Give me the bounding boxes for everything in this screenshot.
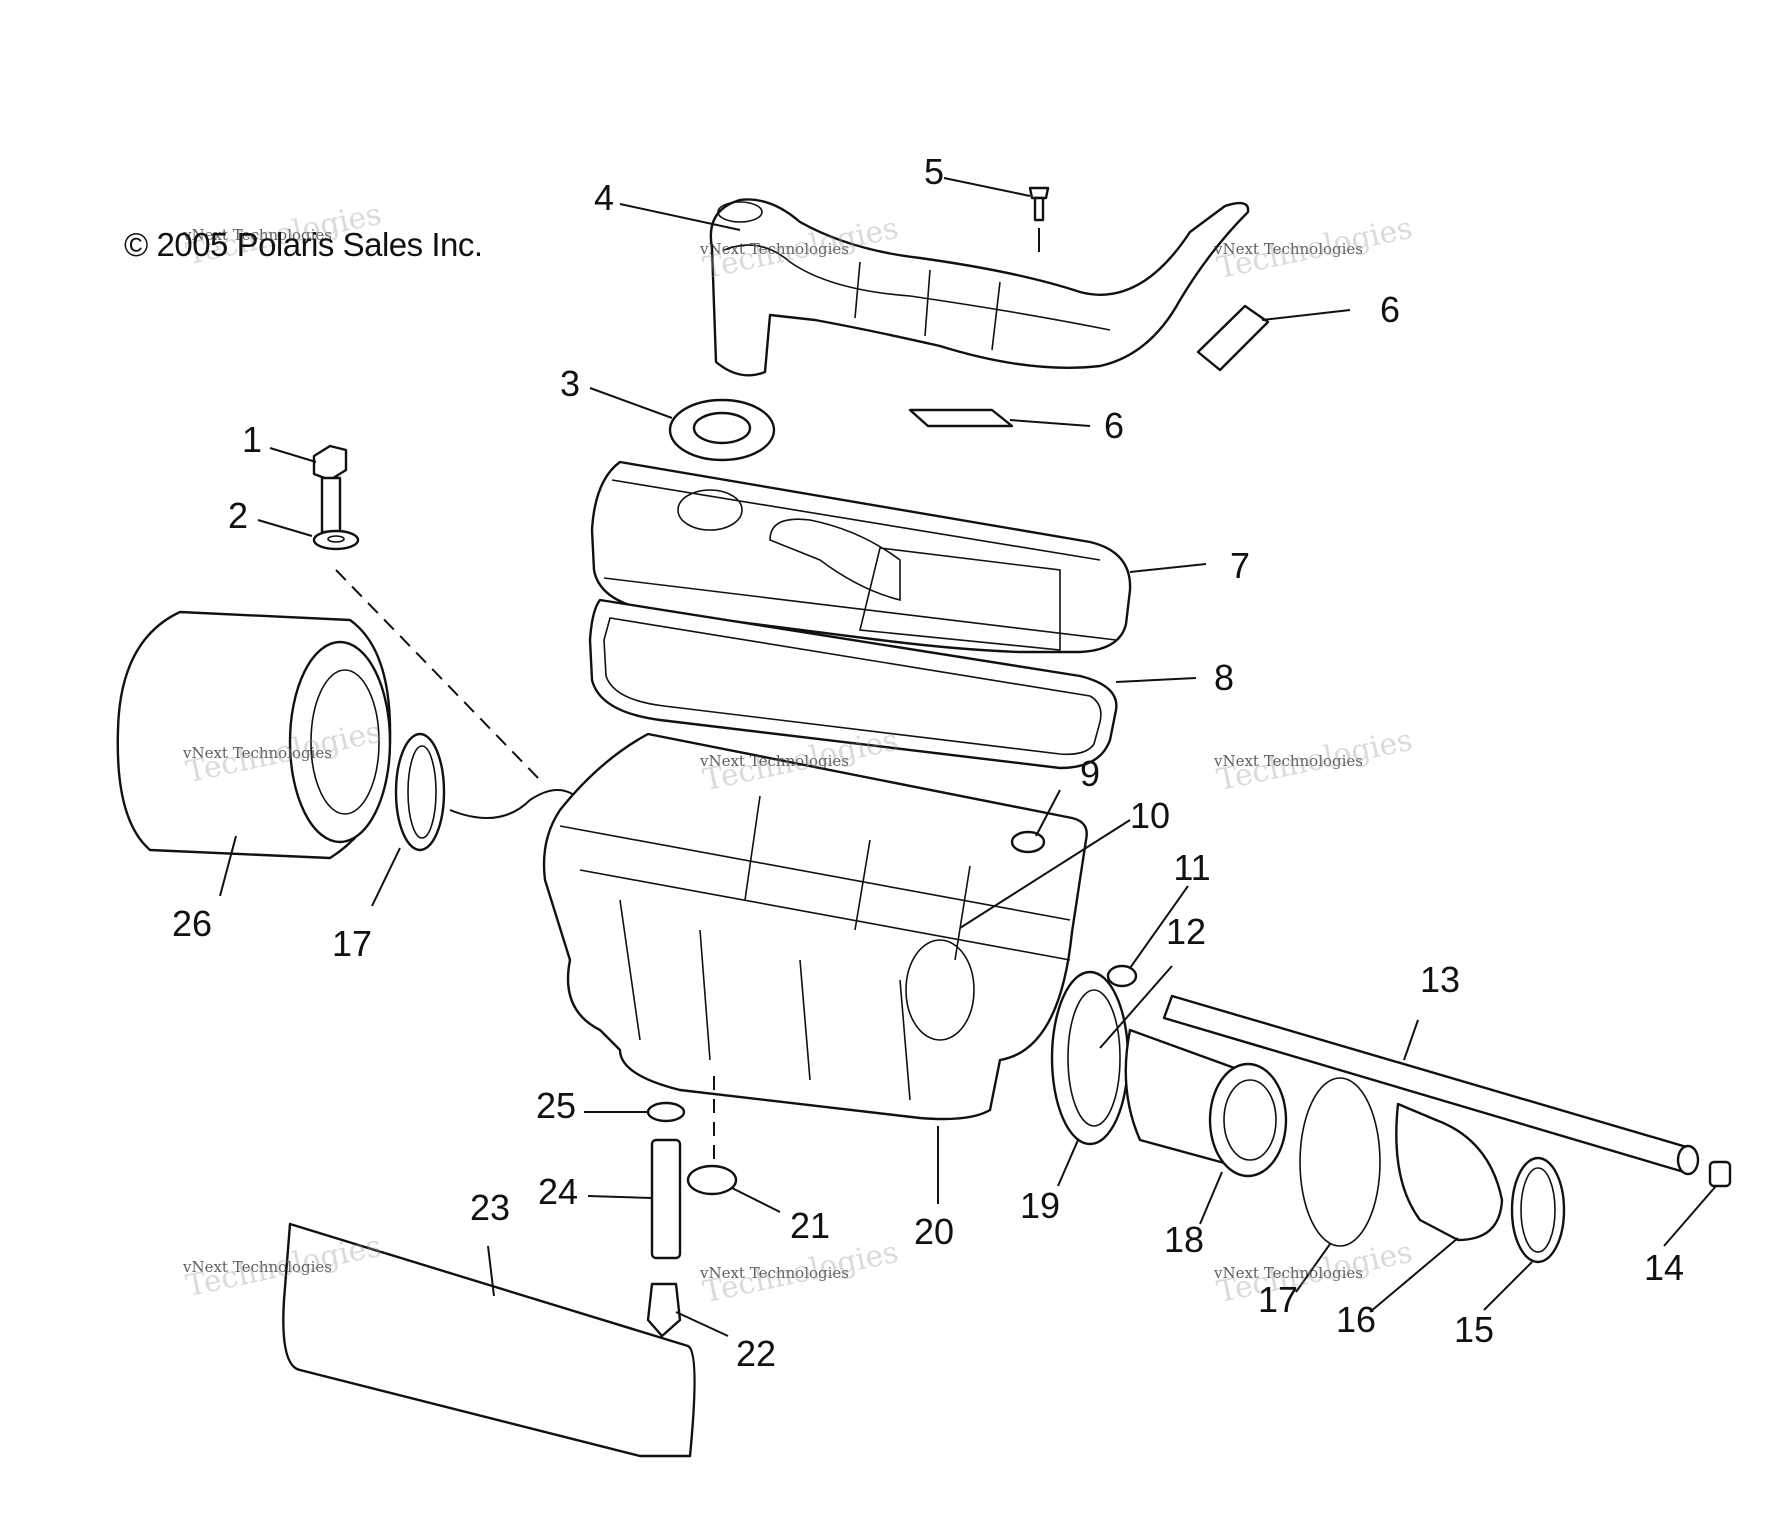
callout-1: 1: [241, 419, 263, 460]
part-18-adapter: [1124, 1028, 1288, 1178]
part-16-boot: [1395, 1102, 1504, 1242]
callout-17: 17: [1257, 1279, 1299, 1320]
part-4-intake-duct: [709, 198, 1250, 377]
callout-4: 4: [593, 177, 615, 218]
callout-26: 26: [171, 903, 213, 944]
part-1-bolt: [312, 444, 348, 534]
part-14-cap: [1708, 1160, 1732, 1188]
callout-8: 8: [1213, 657, 1235, 698]
part-2-washer: [312, 529, 360, 551]
callout-5: 5: [923, 151, 945, 192]
callout-15: 15: [1453, 1309, 1495, 1350]
callout-18: 18: [1163, 1219, 1205, 1260]
callout-21: 21: [789, 1205, 831, 1246]
part-3-grommet: [668, 398, 776, 462]
callout-17: 17: [331, 923, 373, 964]
part-25-clamp: [646, 1101, 686, 1123]
callout-3: 3: [559, 363, 581, 404]
callout-6: 6: [1103, 405, 1125, 446]
part-17-clamp-right: [1299, 1077, 1381, 1247]
part-23-panel: [282, 1222, 696, 1458]
part-26-air-filter: [116, 610, 392, 860]
part-24-drain-tube: [650, 1138, 682, 1260]
callout-10: 10: [1129, 795, 1171, 836]
callout-25: 25: [535, 1085, 577, 1126]
part-5-screw: [1028, 186, 1050, 252]
part-11-spacer: [1106, 964, 1138, 988]
callout-14: 14: [1643, 1247, 1685, 1288]
callout-7: 7: [1229, 545, 1251, 586]
callout-13: 13: [1419, 959, 1461, 1000]
callout-22: 22: [735, 1333, 777, 1374]
part-9-grommet: [1010, 830, 1046, 854]
part-21-grommet: [686, 1164, 738, 1196]
part-22-drain-plug: [646, 1282, 682, 1338]
callout-23: 23: [469, 1187, 511, 1228]
callout-2: 2: [227, 495, 249, 536]
callout-12: 12: [1165, 911, 1207, 952]
callout-20: 20: [913, 1211, 955, 1252]
leader-lines: [219, 177, 1717, 1337]
part-19-flange: [1050, 970, 1130, 1146]
part-13-tube: [1162, 994, 1700, 1176]
copyright-notice: © 2005 Polaris Sales Inc.: [124, 226, 483, 263]
callout-11: 11: [1173, 847, 1211, 888]
part-20-airbox: [542, 732, 1088, 1121]
part-6-pads: [908, 304, 1270, 428]
part-8-gasket: [588, 598, 1118, 770]
callout-6: 6: [1379, 289, 1401, 330]
callout-19: 19: [1019, 1185, 1061, 1226]
callout-9: 9: [1079, 753, 1101, 794]
callout-16: 16: [1335, 1299, 1377, 1340]
part-7-airbox-cover: [590, 460, 1132, 654]
part-15-clamp: [1510, 1156, 1566, 1264]
part-17-clamp-left: [394, 732, 446, 852]
callout-24: 24: [537, 1171, 579, 1212]
